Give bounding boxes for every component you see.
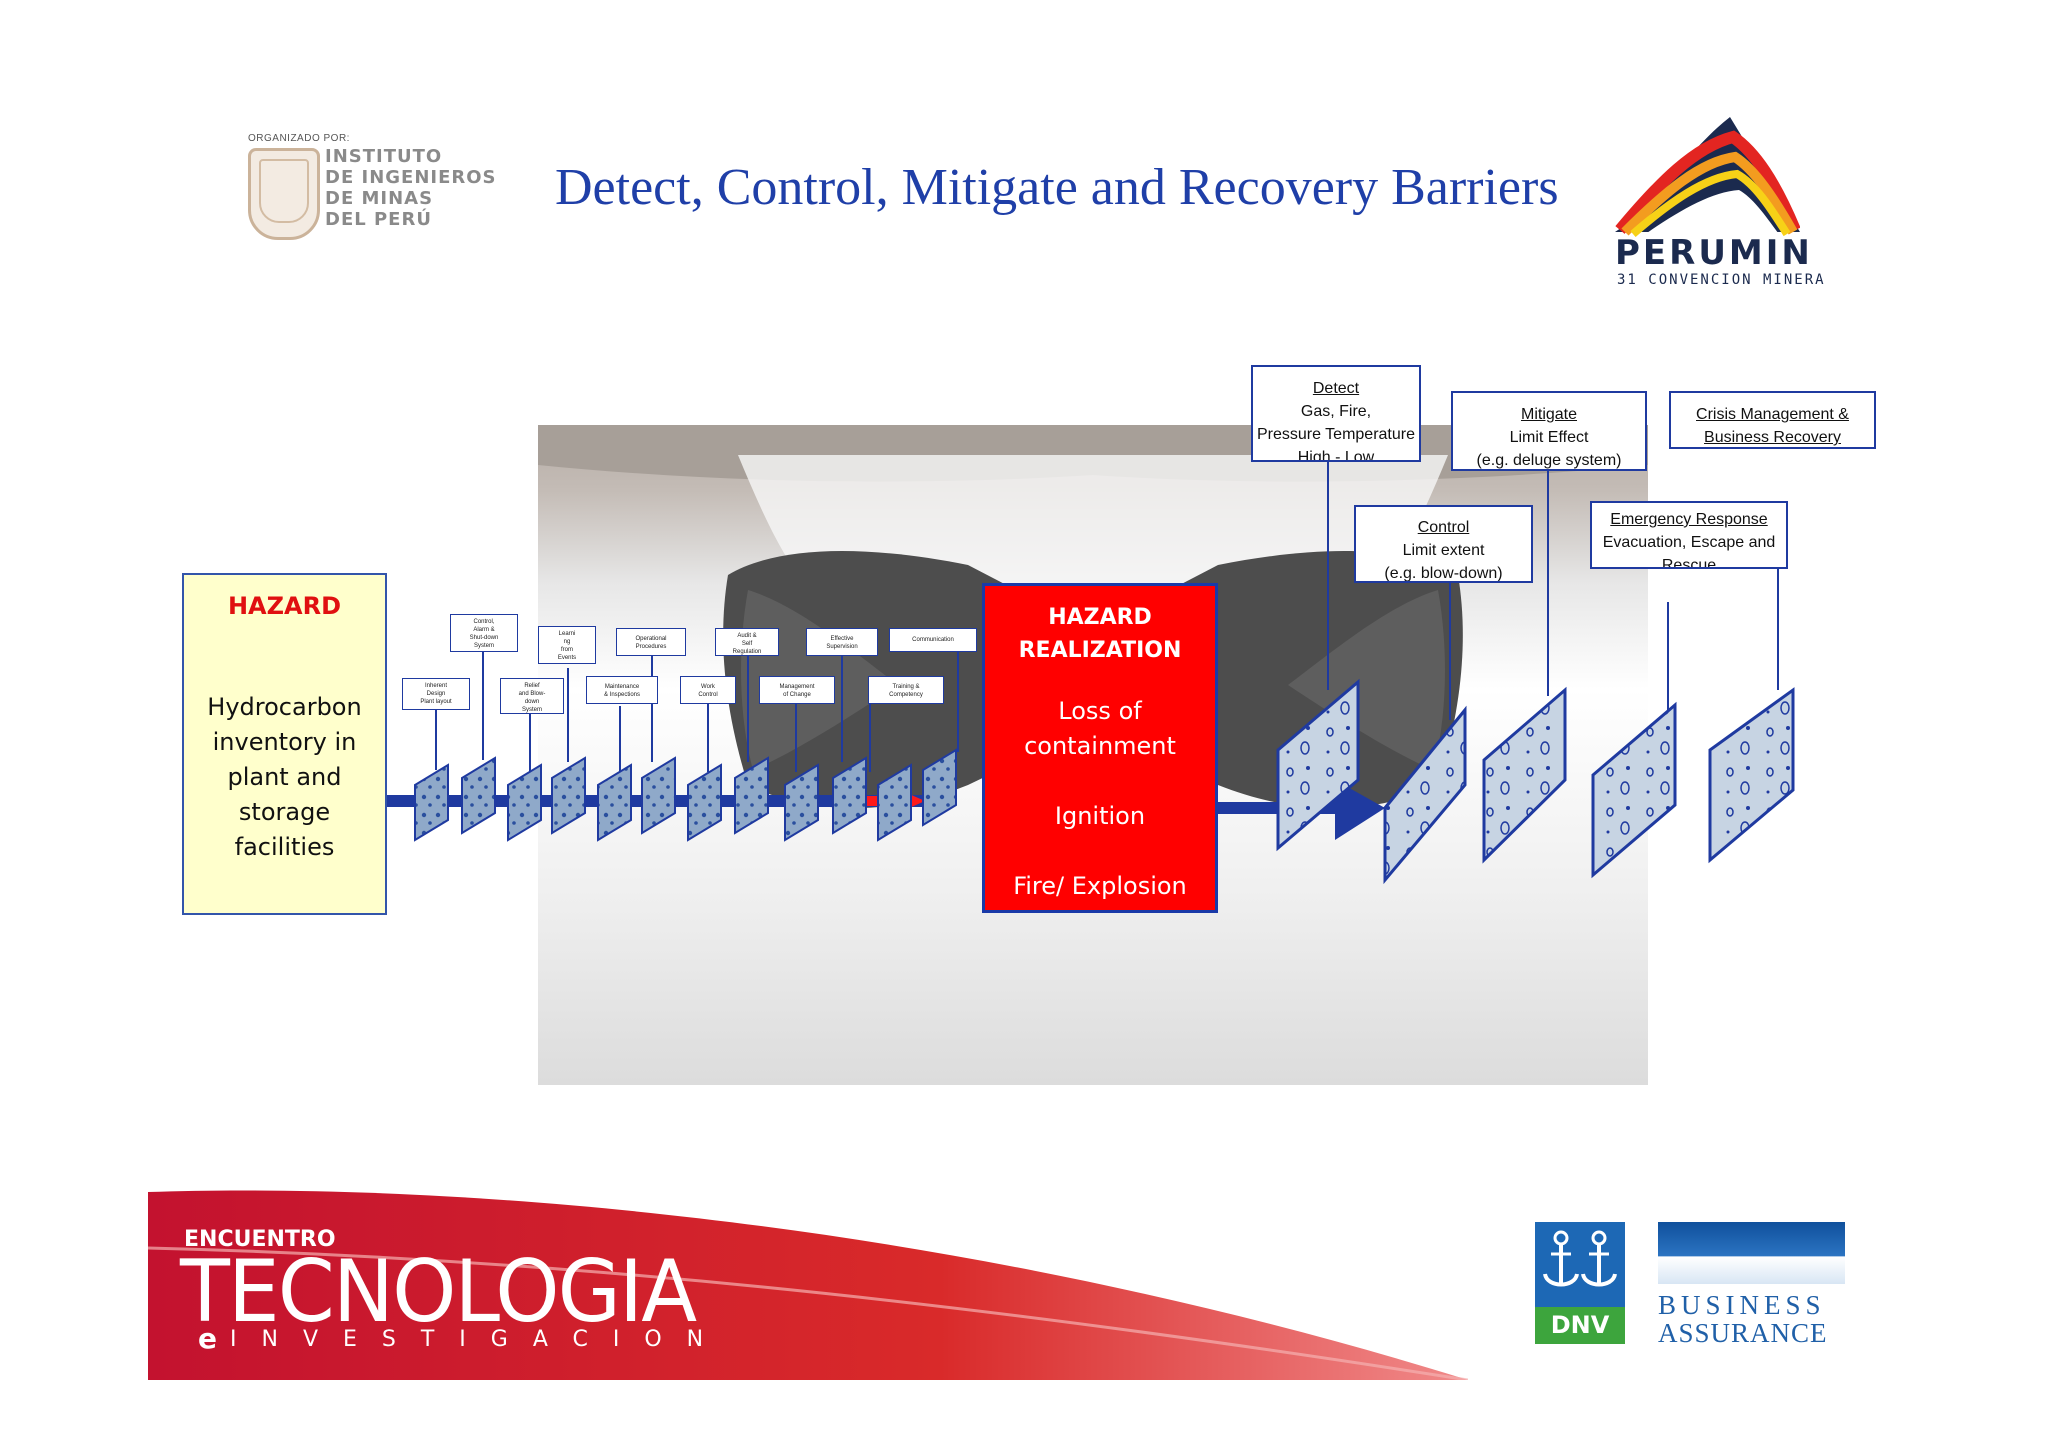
hazard-desc-line: inventory in [212, 728, 357, 756]
perumin-mountain-icon [1615, 117, 1800, 237]
barrier-label-line: from [561, 647, 573, 653]
barrier-label-box: Effective Supervision [806, 628, 878, 656]
control-line: Limit extent [1402, 542, 1485, 559]
barrier-label-line: System [521, 707, 542, 713]
emergency-response-box: Emergency Response Evacuation, Escape an… [1590, 501, 1788, 569]
barrier-label-line: Maintenance [604, 684, 640, 690]
barrier-label-line: Management [779, 684, 815, 690]
barrier-label-box: Control, Alarm & Shut-down System [450, 614, 518, 652]
slide-title: Detect, Control, Mitigate and Recovery B… [555, 159, 1559, 216]
mitigate-box: Mitigate Limit Effect (e.g. deluge syste… [1451, 391, 1647, 471]
detect-line: Gas, Fire, [1300, 403, 1372, 420]
emergency-heading: Emergency Response [1610, 511, 1768, 528]
perumin-subtitle: 31 CONVENCION MINERA [1617, 272, 1826, 288]
barrier-label-line: Effective [830, 636, 854, 642]
hazard-desc-line: facilities [234, 833, 335, 861]
realization-line: Loss of [1058, 697, 1142, 725]
banner-e-mark: e [198, 1322, 217, 1355]
barrier-label-line: Audit & [737, 633, 757, 639]
anchor-icon [1543, 1230, 1617, 1287]
barrier-label-line: Training & [892, 684, 920, 690]
banner-line-3: INVESTIGACION [230, 1327, 729, 1352]
institute-line-3: DE MINAS [325, 188, 434, 209]
barrier-label-line: Events [557, 655, 577, 661]
barrier-label-line: Competency [889, 692, 923, 698]
emergency-line: Rescue [1661, 557, 1717, 569]
crisis-heading: Crisis Management & [1696, 406, 1849, 423]
business-assurance-wave-icon [1658, 1222, 1845, 1284]
realization-line: Fire/ Explosion [1013, 872, 1187, 900]
barrier-label-line: and Blow- [518, 691, 546, 697]
control-heading: Control [1417, 519, 1470, 536]
dnv-text: DNV [1535, 1307, 1625, 1344]
detect-heading: Detect [1312, 380, 1360, 397]
hazard-box: HAZARD Hydrocarbon inventory in plant an… [182, 573, 387, 915]
barrier-label-line: Alarm & [473, 627, 495, 633]
barrier-label-line: Plant layout [420, 699, 452, 705]
barrier-label-line: Operational [635, 636, 667, 642]
barrier-label-box: Communication [889, 628, 977, 652]
institute-line-1: INSTITUTO [325, 146, 443, 167]
mitigate-heading: Mitigate [1520, 406, 1578, 423]
institute-seal-icon [248, 148, 320, 240]
barrier-label-line: Work [701, 684, 715, 690]
barrier-label-box: Audit & Self Regulation [715, 628, 779, 656]
hazard-desc-line: Hydrocarbon [207, 693, 362, 721]
barrier-label-line: System [473, 643, 494, 649]
barrier-label-line: Self [741, 641, 753, 647]
barrier-label-line: Shut-down [469, 635, 499, 641]
hazard-desc-line: storage [238, 798, 331, 826]
emergency-line: Evacuation, Escape and [1602, 534, 1776, 551]
barrier-label-line: Communication [912, 637, 954, 643]
hazard-realization-box: HAZARD REALIZATION Loss of containment I… [982, 583, 1218, 913]
detect-line: High - Low [1297, 449, 1375, 462]
barrier-label-line: down [524, 699, 540, 705]
barrier-label-line: & Inspections [603, 692, 641, 698]
barrier-label-line: Design [426, 691, 446, 697]
barrier-label-box: Training & Competency [868, 676, 944, 704]
barrier-label-box: Maintenance & Inspections [586, 676, 658, 704]
realization-title-line: REALIZATION [1018, 638, 1182, 663]
barrier-label-box: Management of Change [759, 676, 835, 704]
organized-by-label: ORGANIZADO POR: [248, 133, 350, 144]
barrier-label-line: Learni [558, 631, 576, 637]
institute-line-2: DE INGENIEROS [325, 167, 497, 188]
assurance-text: ASSURANCE [1658, 1318, 1828, 1348]
barrier-label-line: Relief [524, 683, 540, 689]
barrier-label-box: Learni ng from Events [538, 626, 596, 664]
hazard-description: Hydrocarbon inventory in plant and stora… [190, 690, 379, 865]
detect-line: Pressure Temperature [1257, 426, 1415, 443]
banner-line-1: ENCUENTRO [184, 1227, 336, 1252]
banner-line-2: TECNOLOGIA [180, 1242, 697, 1342]
barrier-label-line: Inherent [424, 683, 448, 689]
barrier-label-box: Relief and Blow- down System [500, 678, 564, 714]
barrier-label-line: ng [563, 639, 571, 645]
institute-line-4: DEL PERÚ [325, 209, 432, 230]
mitigate-line: (e.g. deluge system) [1476, 452, 1622, 469]
barrier-label-line: Regulation [732, 649, 762, 655]
control-box: Control Limit extent (e.g. blow-down) [1354, 505, 1533, 583]
crisis-line: Business Recovery [1704, 429, 1841, 446]
realization-line: Ignition [1054, 802, 1146, 830]
barrier-label-box: Operational Procedures [616, 628, 686, 656]
barrier-label-line: Supervision [826, 644, 858, 650]
realization-title: HAZARD REALIZATION [985, 601, 1215, 667]
barrier-label-box: Work Control [680, 676, 736, 704]
barrier-label-line: of Change [783, 692, 811, 698]
realization-line: containment [1024, 732, 1176, 760]
hazard-desc-line: plant and [227, 763, 342, 791]
event-banner [148, 1190, 1468, 1380]
control-line: (e.g. blow-down) [1384, 565, 1503, 582]
barrier-label-box: Inherent Design Plant layout [402, 678, 470, 710]
perumin-name: PERUMIN [1615, 233, 1813, 273]
barrier-label-line: Control, [473, 619, 495, 625]
crisis-management-box: Crisis Management & Business Recovery [1669, 391, 1876, 449]
barrier-label-line: Procedures [635, 644, 667, 650]
detect-box: Detect Gas, Fire, Pressure Temperature H… [1251, 365, 1421, 462]
mitigate-line: Limit Effect [1509, 429, 1589, 446]
barrier-label-line: Control [698, 692, 718, 698]
hazard-title: HAZARD [227, 592, 342, 620]
business-text: BUSINESS [1658, 1290, 1826, 1320]
realization-title-line: HAZARD [1048, 605, 1152, 630]
